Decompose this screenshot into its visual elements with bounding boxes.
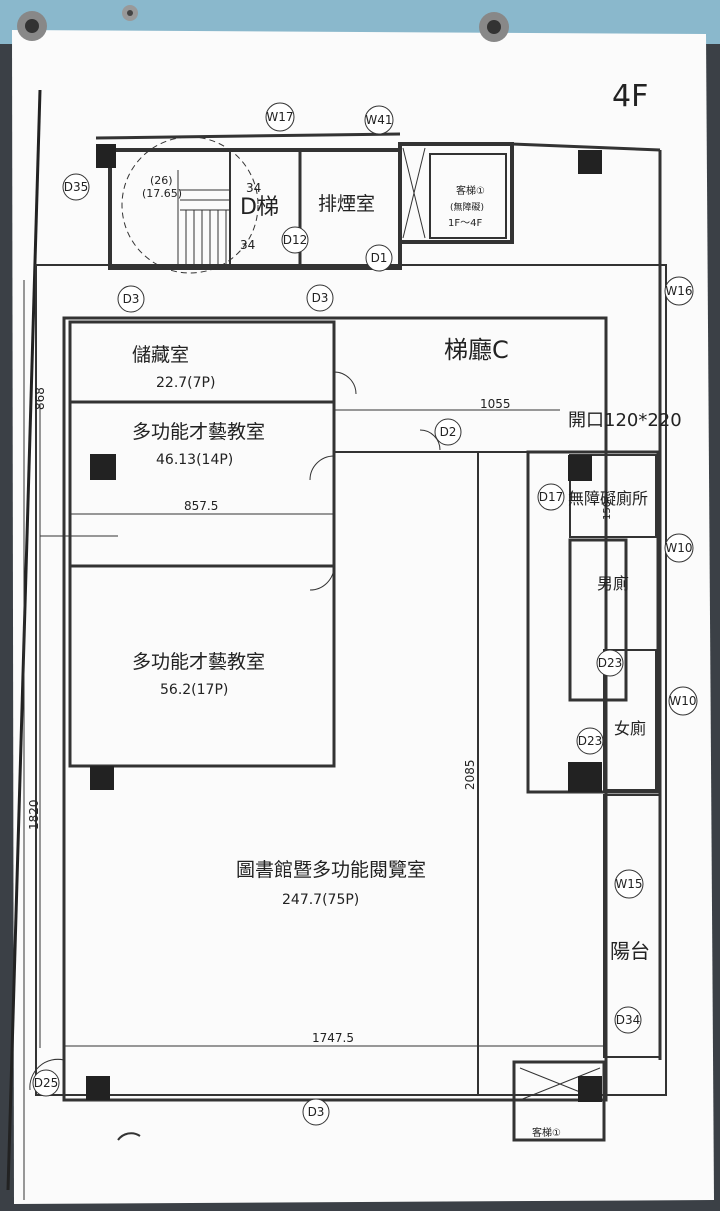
shaft-cross-line — [402, 147, 426, 239]
library-area: 247.7(75P) — [282, 892, 359, 908]
d3c-tag: D3 — [302, 1098, 330, 1126]
svg-text:D2: D2 — [440, 425, 457, 439]
dimension-1747-5: 1747.5 — [312, 1031, 354, 1045]
d1-tag: D1 — [365, 244, 393, 272]
svg-text:W41: W41 — [365, 113, 392, 127]
svg-text:D17: D17 — [539, 490, 564, 504]
w10b-tag: W10 — [668, 686, 698, 716]
elevator-shaft-wall — [398, 142, 514, 244]
svg-text:D12: D12 — [283, 233, 308, 247]
svg-text:D3: D3 — [123, 292, 140, 306]
grommet-icon — [122, 5, 138, 21]
library-label: 圖書館暨多功能閱覽室 — [236, 859, 426, 881]
accessible-wc-label: 無障礙廁所 — [568, 489, 648, 508]
columns — [86, 144, 602, 1102]
stair-treads — [177, 170, 230, 265]
d23a-tag: D23 — [596, 649, 624, 677]
classroom-2-label: 多功能才藝教室 — [132, 651, 265, 673]
d35-tag: D35 — [62, 173, 90, 201]
door-swing — [309, 565, 335, 591]
dimension-150: 150 — [602, 501, 613, 520]
d17-tag: D17 — [537, 483, 565, 511]
stair-count: (26) — [150, 174, 173, 187]
dimension-857-5: 857.5 — [184, 499, 218, 513]
d3b-tag: D3 — [306, 284, 334, 312]
svg-text:D1: D1 — [371, 251, 388, 265]
wall-line — [511, 142, 661, 152]
wall-line — [95, 132, 401, 140]
elevator-label: 客梯① — [456, 184, 485, 197]
dimension-1055: 1055 — [480, 397, 511, 411]
elevator-range: 1F～4F — [448, 218, 482, 229]
classroom-1-label: 多功能才藝教室 — [132, 421, 265, 443]
d12-tag: D12 — [281, 226, 309, 254]
outer-wall-line — [35, 264, 667, 1096]
balcony-label: 陽台 — [610, 939, 650, 963]
svg-text:D34: D34 — [616, 1013, 641, 1027]
elevator-car — [429, 153, 507, 239]
svg-text:W10: W10 — [669, 694, 696, 708]
dimension-868: 868 — [33, 387, 47, 410]
classroom-2-area: 56.2(17P) — [160, 682, 228, 698]
bottom-elevator-shaft — [512, 1060, 606, 1142]
svg-text:W16: W16 — [665, 284, 692, 298]
womens-wc-wall — [603, 649, 657, 791]
balcony-wall — [603, 794, 661, 1058]
stair-circle — [121, 136, 259, 274]
storage-room-area: 22.7(7P) — [156, 375, 215, 391]
classroom-1-area: 46.13(14P) — [156, 452, 233, 468]
svg-text:D23: D23 — [598, 656, 623, 670]
womens-wc-label: 女廁 — [614, 719, 646, 738]
door-swing — [117, 1132, 141, 1141]
floor-label: 4F — [612, 79, 648, 114]
stair-label: D梯 — [240, 195, 279, 220]
elevator-2-label: 客梯① — [532, 1126, 561, 1139]
door-swing — [309, 455, 335, 481]
stair-rise: (17.65) — [142, 187, 182, 200]
stair-step-up: 34 — [246, 181, 261, 195]
dimension-2085: 2085 — [463, 759, 477, 790]
door-swing — [419, 429, 441, 451]
smoke-room-label: 排煙室 — [318, 193, 375, 215]
w41-tag: W41 — [364, 105, 394, 135]
library-wall — [62, 316, 608, 1102]
classroom-2-wall — [68, 564, 336, 768]
d3a-tag: D3 — [117, 285, 145, 313]
w10a-tag: W10 — [664, 533, 694, 563]
d34-tag: D34 — [614, 1006, 642, 1034]
opening-dimension: 開口120*220 — [568, 410, 682, 431]
elevator-note: (無障礙) — [450, 201, 484, 213]
svg-text:D25: D25 — [34, 1076, 59, 1090]
dimension-1820: 1820 — [27, 799, 41, 830]
mens-wc-wall — [568, 538, 628, 702]
door-swing — [333, 371, 357, 395]
d2-tag: D2 — [434, 418, 462, 446]
accessible-wc-wall — [569, 454, 657, 538]
svg-text:W10: W10 — [665, 541, 692, 555]
d25-tag: D25 — [32, 1069, 60, 1097]
mens-wc-label: 男廁 — [597, 574, 629, 593]
door-swing — [29, 1058, 65, 1091]
svg-text:D23: D23 — [578, 734, 603, 748]
grommet-icon — [17, 11, 47, 41]
stair-step-down: 34 — [240, 238, 255, 252]
w15-tag: W15 — [614, 869, 644, 899]
svg-text:D3: D3 — [308, 1105, 325, 1119]
w17-tag: W17 — [265, 102, 295, 132]
grommet-icon — [479, 12, 509, 42]
svg-text:D3: D3 — [312, 291, 329, 305]
w16-tag: W16 — [664, 276, 694, 306]
svg-text:W15: W15 — [615, 877, 642, 891]
svg-text:W17: W17 — [266, 110, 293, 124]
svg-text:D35: D35 — [64, 180, 89, 194]
storage-room-label: 儲藏室 — [132, 344, 189, 366]
d23b-tag: D23 — [576, 727, 604, 755]
shaft-cross-line — [519, 1067, 601, 1101]
lobby-label: 梯廳C — [444, 336, 509, 364]
